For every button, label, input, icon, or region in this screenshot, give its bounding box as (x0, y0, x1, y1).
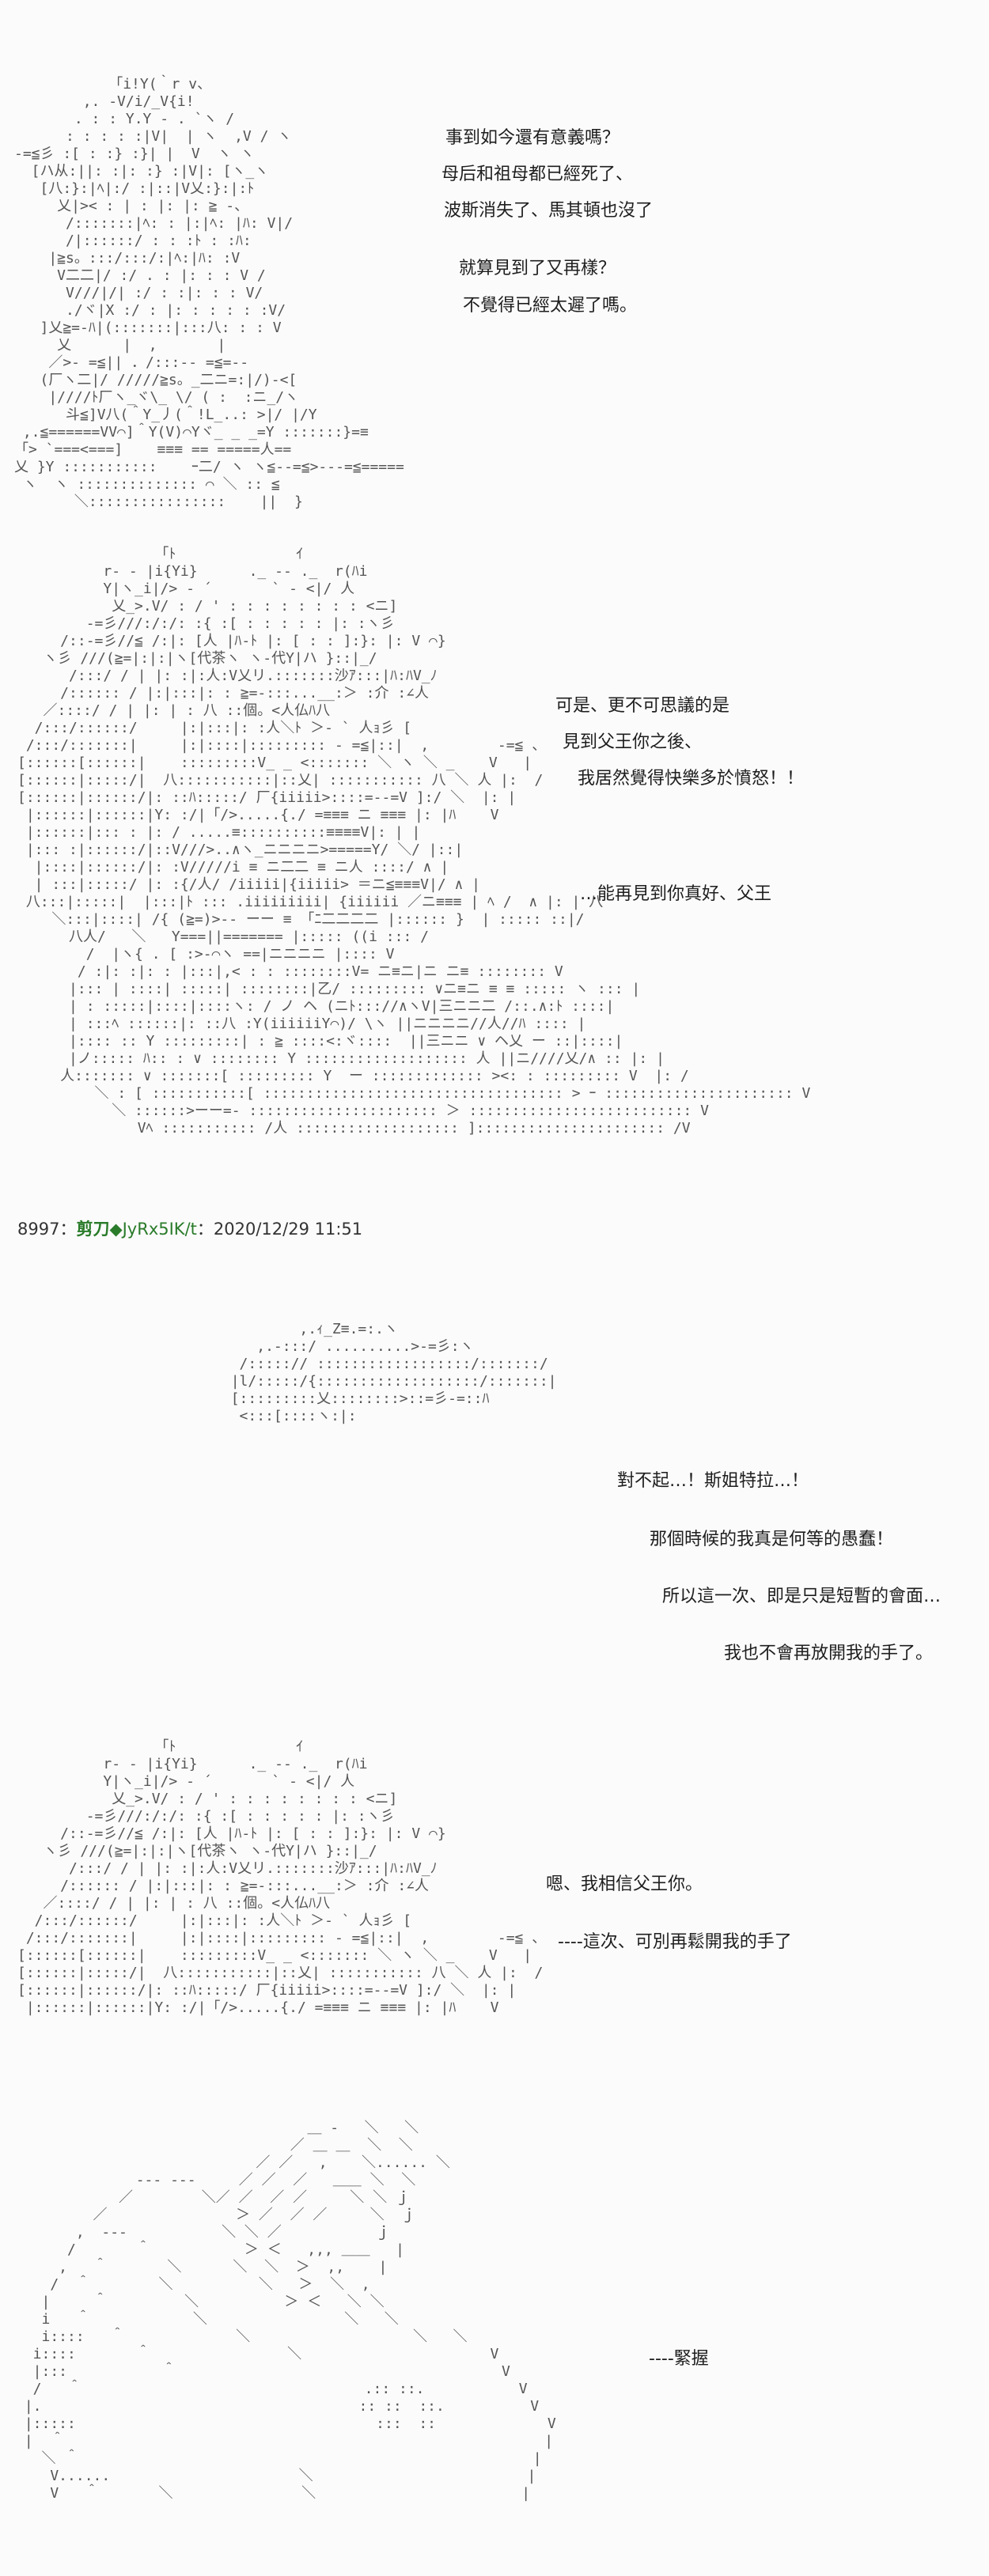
dialogue-line: 母后和祖母都已經死了、 (441, 165, 634, 184)
dialogue-line: 波斯消失了、馬其頓也沒了 (444, 201, 654, 221)
ascii-art-figure-2: 「ﾄ ｲ r‐ - |i{Yi} ._ -- ._ r(ﾊi Y|ヽ_i|/> … (17, 546, 811, 1137)
dialogue-line: ----緊握 (649, 2349, 709, 2369)
dialogue-line: 就算見到了又再樣？ (459, 259, 616, 278)
panel-5: ＿ ‐ ＼ ＼ ／ ＿ ＿ ＼ ＼ ／ ／ , ＼...... ＼ ‐‐‐ ‐‐… (0, 2080, 989, 2576)
dialogue-line: 我居然覺得快樂多於憤怒！！ (578, 769, 805, 789)
dialogue-line: 事到如今還有意義嗎？ (445, 128, 620, 148)
ascii-art-figure-1: 「i!Y(｀r v、 ,. -V/i/_V{i! . : : Y.Y ‐ . `… (14, 76, 404, 510)
panel-1: 「i!Y(｀r v、 ,. -V/i/_V{i! . : : Y.Y ‐ . `… (0, 0, 989, 514)
post-separator: ： (59, 1220, 77, 1239)
dialogue-line: 我也不會再放開我的手了。 (724, 1644, 934, 1663)
dialogue-line: ----這次、可別再鬆開我的手了 (558, 1932, 792, 1952)
dialogue-line: 嗯、我相信父王你。 (546, 1874, 703, 1894)
panel-2: 「ﾄ ｲ r‐ - |i{Yi} ._ -- ._ r(ﾊi Y|ヽ_i|/> … (0, 514, 989, 1226)
dialogue-line: 見到父王你之後、 (563, 732, 703, 752)
post-number: 8997 (17, 1220, 60, 1239)
ascii-art-figure-4: 「ﾄ ｲ r‐ - |i{Yi} ._ -- ._ r(ﾊi Y|ヽ_i|/> … (17, 1738, 547, 2016)
dialogue-line: 所以這一次、即是只是短暫的會面… (662, 1587, 942, 1606)
dialogue-line: 不覺得已經太遲了嗎。 (463, 296, 638, 316)
ascii-art-figure-3: ,.ｨ_Z≡.=:.ヽ ,.‐:::/ ..........>‐=彡:ヽ /::… (111, 1321, 941, 1663)
dialogue-line: 對不起…！斯姐特拉…！ (617, 1471, 809, 1491)
post-header: 8997：剪刀◆JyRx5IK/t：2020/12/29 11:51 (17, 1218, 362, 1240)
poster-trip: JyRx5IK/t (122, 1220, 197, 1239)
post-date: ：2020/12/29 11:51 (196, 1220, 363, 1239)
ascii-art-hands: ＿ ‐ ＼ ＼ ／ ＿ ＿ ＼ ＼ ／ ／ , ＼...... ＼ ‐‐‐ ‐‐… (24, 2120, 556, 2502)
dialogue-line: …能再見到你真好、父王 (580, 884, 772, 904)
dialogue-line: 那個時候的我真是何等的愚蠢！ (650, 1530, 894, 1549)
panel-3: ,.ｨ_Z≡.=:.ヽ ,.‐:::/ ..........>‐=彡:ヽ /::… (0, 1258, 989, 1700)
poster-name[interactable]: 剪刀◆ (76, 1220, 123, 1239)
dialogue-line: 可是、更不可思議的是 (555, 696, 730, 716)
panel-4: 「ﾄ ｲ r‐ - |i{Yi} ._ -- ._ r(ﾊi Y|ヽ_i|/> … (0, 1700, 989, 2080)
